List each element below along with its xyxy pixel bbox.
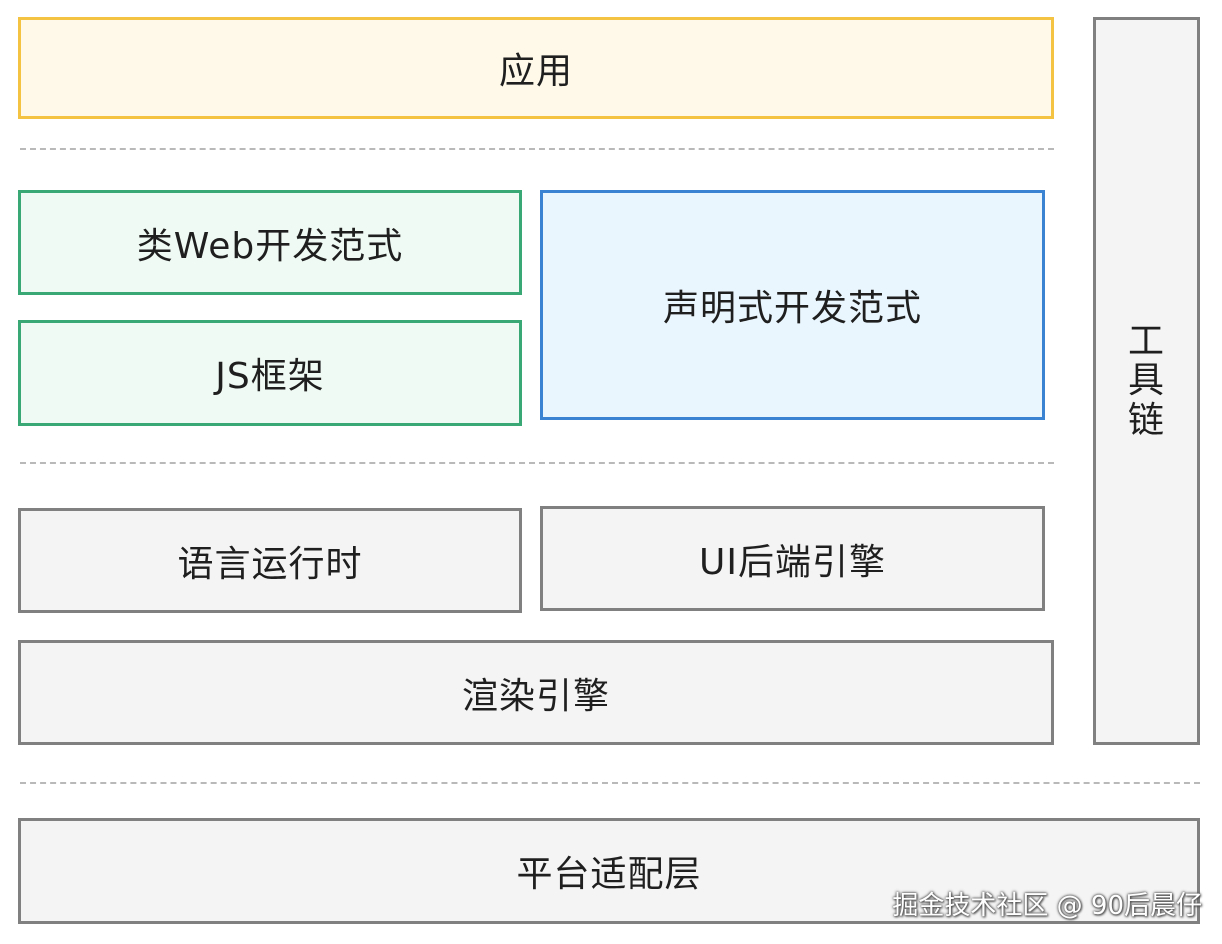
language-runtime-label: 语言运行时 bbox=[177, 543, 363, 585]
ui-backend-engine-label: UI后端引擎 bbox=[699, 541, 886, 583]
declarative-paradigm-box: 声明式开发范式 bbox=[540, 190, 1045, 420]
js-framework-box: JS框架 bbox=[18, 320, 522, 426]
watermark: 掘金技术社区 @ 90后晨仔 bbox=[892, 891, 1202, 921]
toolchain-char-1: 工 bbox=[1127, 320, 1165, 362]
toolchain-char-2: 具 bbox=[1127, 360, 1165, 402]
app-layer: 应用 bbox=[18, 17, 1054, 119]
ui-backend-engine-box: UI后端引擎 bbox=[540, 506, 1045, 611]
language-runtime-box: 语言运行时 bbox=[18, 508, 522, 613]
render-engine-box: 渲染引擎 bbox=[18, 640, 1054, 745]
platform-adaptation-label: 平台适配层 bbox=[516, 854, 702, 895]
toolchain-char-3: 链 bbox=[1127, 399, 1165, 441]
divider-top bbox=[20, 148, 1054, 150]
web-paradigm-box: 类Web开发范式 bbox=[18, 190, 522, 295]
render-engine-label: 渲染引擎 bbox=[461, 675, 610, 717]
toolchain-box: 工 具 链 bbox=[1093, 17, 1200, 745]
js-framework-label: JS框架 bbox=[215, 356, 325, 397]
divider-middle bbox=[20, 462, 1054, 464]
app-layer-label: 应用 bbox=[498, 51, 573, 92]
divider-bottom bbox=[20, 782, 1200, 784]
declarative-paradigm-label: 声明式开发范式 bbox=[662, 288, 922, 329]
web-paradigm-label: 类Web开发范式 bbox=[136, 225, 404, 267]
platform-adaptation-box: 平台适配层 bbox=[18, 818, 1200, 924]
toolchain-label: 工 具 链 bbox=[1128, 322, 1165, 441]
